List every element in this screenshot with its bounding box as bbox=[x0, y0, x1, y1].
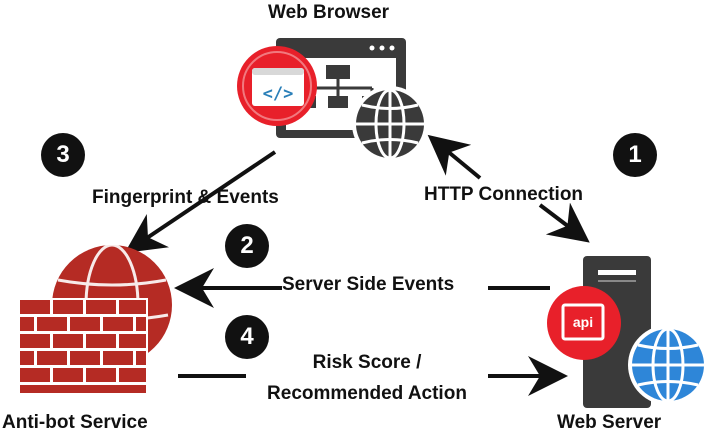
http-arrow-to-browser bbox=[427, 134, 482, 180]
step-1-badge: 1 bbox=[613, 133, 657, 177]
http-arrow-to-server bbox=[538, 202, 590, 243]
server-side-events-label: Server Side Events bbox=[282, 274, 455, 295]
web-server-label: Web Server bbox=[557, 412, 662, 433]
step-4-badge: 4 bbox=[225, 315, 269, 359]
web-browser-label: Web Browser bbox=[268, 2, 390, 23]
risk-score-label-line2: Recommended Action bbox=[267, 383, 467, 404]
http-connection-label: HTTP Connection bbox=[424, 184, 584, 205]
risk-score-label-line1: Risk Score / bbox=[312, 352, 422, 373]
step-3-badge: 3 bbox=[41, 133, 85, 177]
anti-bot-service-label: Anti-bot Service bbox=[2, 412, 148, 433]
step-2-badge: 2 bbox=[225, 224, 269, 268]
fingerprint-arrow bbox=[124, 150, 277, 253]
svg-text:</>: </> bbox=[263, 84, 294, 104]
api-badge-text: api bbox=[573, 314, 593, 330]
fingerprint-events-label: Fingerprint & Events bbox=[92, 187, 279, 208]
